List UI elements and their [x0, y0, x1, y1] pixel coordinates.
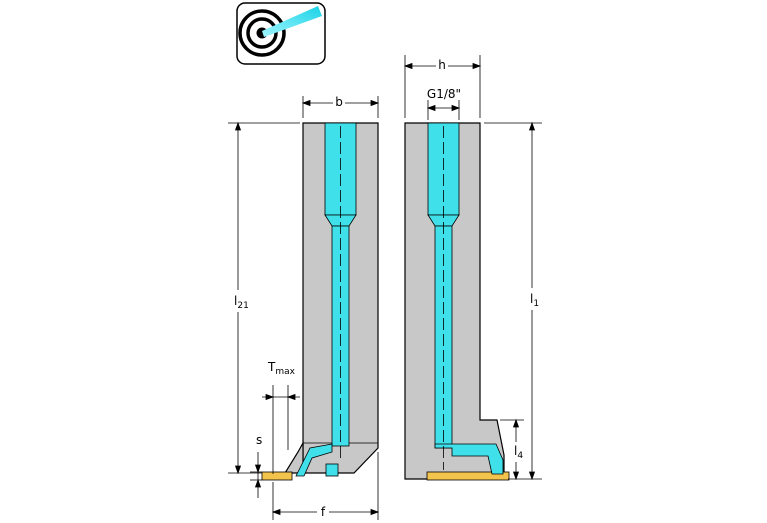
dimension-labels: b h G1/8" l21 l1 l4 Tmax s f: [232, 58, 542, 520]
internal-coolant-icon: [236, 2, 326, 65]
label-f: f: [321, 505, 326, 519]
label-thread: G1/8": [427, 87, 461, 101]
label-l1: l1: [530, 292, 539, 309]
left-insert: [261, 471, 293, 481]
label-l4: l4: [514, 444, 523, 461]
label-h: h: [438, 58, 446, 72]
right-insert: [426, 471, 510, 481]
right-coolant-channel: [427, 122, 504, 475]
label-s: s: [256, 433, 262, 447]
label-tmax: Tmax: [267, 360, 296, 377]
label-l21: l21: [234, 294, 249, 311]
label-b: b: [335, 95, 343, 109]
left-coolant-channel: [295, 122, 357, 477]
